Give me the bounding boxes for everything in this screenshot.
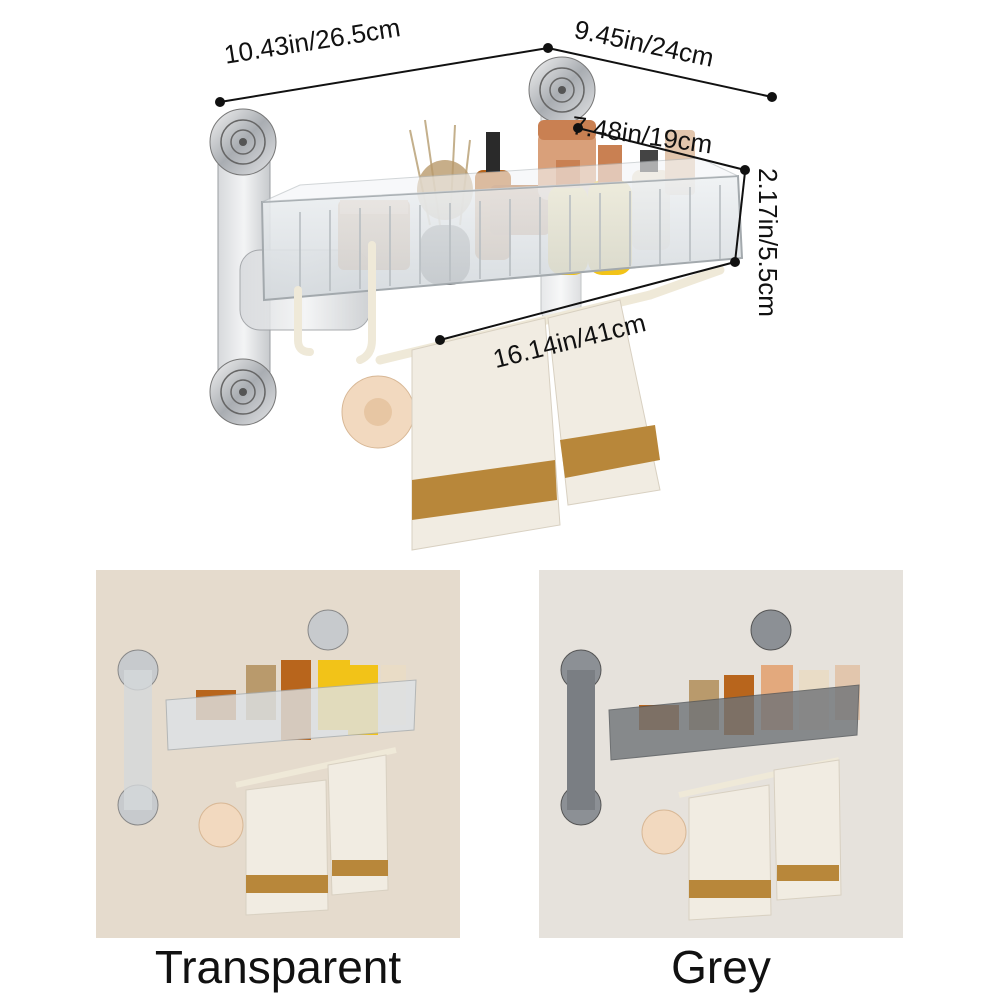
suction-cup-icon: [209, 108, 277, 176]
loofah-icon: [341, 375, 415, 449]
variant-transparent-photo: [96, 570, 460, 938]
suction-cup-icon: [209, 358, 277, 426]
hooks: [294, 241, 376, 364]
variant-label-grey: Grey: [671, 941, 771, 993]
variant-label-transparent: Transparent: [154, 941, 402, 993]
tray: [260, 157, 744, 302]
dimension-lines: [215, 43, 777, 345]
towels: [411, 299, 661, 551]
variant-grey-photo: [539, 570, 903, 938]
main-product-view: 10.43in/26.5cm 9.45in/24cm 7.48in/19cm 2…: [209, 12, 783, 551]
shelf-illustration: [209, 43, 777, 551]
dimension-label-height: 2.17in/5.5cm: [753, 168, 783, 317]
